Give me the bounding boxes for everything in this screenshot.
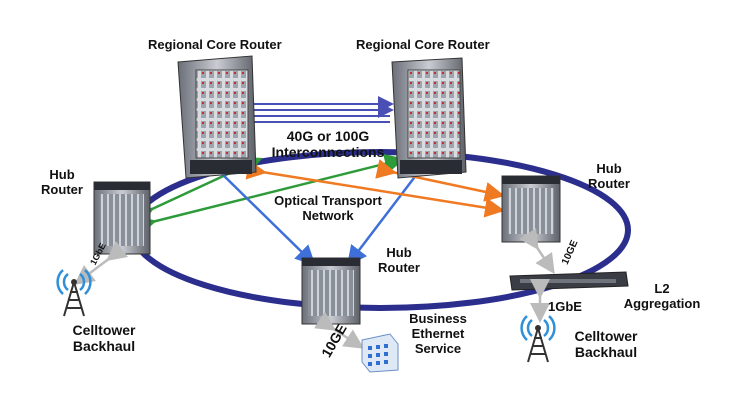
cell-left-label-line2: Backhaul bbox=[72, 338, 136, 355]
core-router-right-label: Regional Core Router bbox=[356, 37, 490, 52]
hub-router-right[interactable] bbox=[501, 175, 561, 243]
core-router-left[interactable] bbox=[177, 55, 257, 179]
cell-right-label: Celltower Backhaul bbox=[558, 328, 654, 360]
cell-right-label-line2: Backhaul bbox=[574, 344, 638, 361]
interconnect-label-line1: 40G or 100G bbox=[286, 128, 370, 144]
l2-aggregation-label: L2 Aggregation bbox=[614, 281, 710, 312]
core-router-left-label: Regional Core Router bbox=[148, 37, 282, 52]
l2-label-line1: L2 bbox=[654, 281, 670, 296]
otn-label-line2: Network bbox=[302, 207, 354, 223]
cell-left-label: Celltower Backhaul bbox=[56, 322, 152, 354]
cell-tower-icon bbox=[520, 315, 556, 363]
interconnect-label: 40G or 100G Interconnections bbox=[262, 128, 394, 160]
l2-switch[interactable] bbox=[509, 271, 629, 291]
cell-right-label-line1: Celltower bbox=[574, 328, 638, 344]
hub-bottom-label: Hub Router bbox=[374, 245, 424, 276]
building-icon bbox=[361, 333, 399, 373]
otn-label: Optical Transport Network bbox=[258, 193, 398, 224]
biz-label-line3: Service bbox=[414, 340, 462, 356]
biz-label-line1: Business bbox=[409, 311, 467, 326]
hub-left-label: Hub Router bbox=[40, 167, 84, 198]
hub-right-label-line2: Router bbox=[588, 175, 630, 191]
hub-right-label-line1: Hub bbox=[596, 161, 622, 176]
core-router-right[interactable] bbox=[391, 57, 467, 179]
cell-tower-icon bbox=[56, 269, 92, 317]
cell-left-label-line1: Celltower bbox=[72, 322, 136, 338]
otn-label-line1: Optical Transport bbox=[274, 193, 382, 208]
link-l2-label: 1GbE bbox=[548, 299, 582, 314]
hub-router-bottom[interactable] bbox=[301, 257, 361, 325]
hub-left-label-line2: Router bbox=[41, 181, 83, 197]
interconnect-links bbox=[240, 96, 394, 123]
hub-left-label-line1: Hub bbox=[49, 167, 75, 182]
biz-label-line2: Ethernet bbox=[411, 325, 465, 341]
business-ethernet-label: Business Ethernet Service bbox=[398, 311, 478, 357]
hub-right-label: Hub Router bbox=[584, 161, 634, 192]
l2-label-line2: Aggregation bbox=[623, 295, 701, 311]
interconnect-label-line2: Interconnections bbox=[271, 144, 385, 161]
hub-bottom-label-line1: Hub bbox=[386, 245, 412, 260]
hub-bottom-label-line2: Router bbox=[378, 259, 420, 275]
